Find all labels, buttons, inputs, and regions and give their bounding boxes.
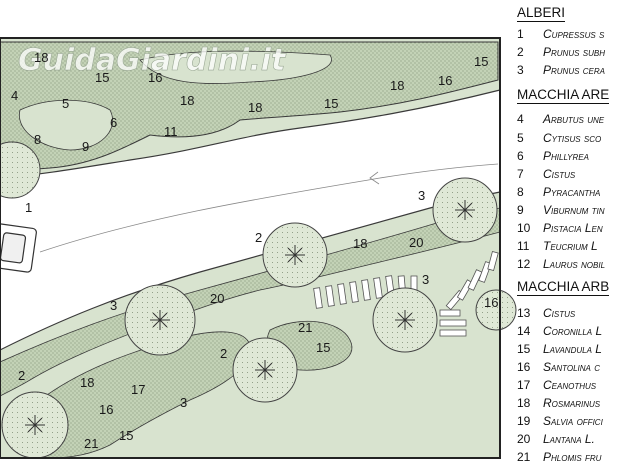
plan-label: 18 [80, 375, 94, 390]
upper-lawn-pocket [18, 99, 113, 151]
plan-label: 3 [110, 298, 117, 313]
plan-label: 9 [82, 139, 89, 154]
plan-label: 17 [131, 382, 145, 397]
plan-label: 15 [95, 70, 109, 85]
legend-heading-trees: ALBERI [517, 5, 566, 22]
tree-right-edge [475, 289, 517, 331]
plan-label: 16 [484, 295, 498, 310]
plan-label: 2 [255, 230, 262, 245]
plan-label: 18 [390, 78, 404, 93]
plan-label: 3 [422, 272, 429, 287]
plan-label: 20 [409, 235, 423, 250]
plan-label: 6 [110, 115, 117, 130]
plan-label: 1 [25, 200, 32, 215]
legend-heading-low-shrubs: MACCHIA ARB [517, 279, 610, 296]
plan-label: 16 [148, 70, 162, 85]
plan-label: 11 [164, 124, 178, 139]
plan-label: 16 [99, 402, 113, 417]
plan-label: 15 [316, 340, 330, 355]
plan-label: 18 [34, 50, 48, 65]
plan-label: 21 [298, 320, 312, 335]
plan-label: 8 [34, 132, 41, 147]
upper-lawn-pocket-2 [139, 50, 332, 85]
plan-label: 2 [220, 346, 227, 361]
plan-label: 15 [119, 428, 133, 443]
plan-label: 5 [62, 96, 69, 111]
plan-label: 4 [11, 88, 18, 103]
plan-label: 20 [210, 291, 224, 306]
plan-label: 21 [84, 436, 98, 451]
plan-label: 18 [180, 93, 194, 108]
watermark: GuidaGiardini.it [18, 43, 287, 78]
plan-label: 18 [353, 236, 367, 251]
plan-label: 15 [474, 54, 488, 69]
plan-border [0, 37, 501, 459]
legend-heading-shrubs: MACCHIA ARE [517, 87, 610, 104]
plan-label: 15 [324, 96, 338, 111]
plan-label: 2 [18, 368, 25, 383]
paving-stones [313, 251, 499, 337]
upper-shrub-bed [0, 41, 499, 170]
plan-labels: 18 15 16 4 5 6 18 8 9 11 18 15 18 16 15 … [11, 50, 498, 451]
plan-label: 3 [418, 188, 425, 203]
road-arrow-line [39, 163, 499, 253]
road-arrow-head [369, 171, 380, 185]
tree-upper-left [0, 141, 41, 199]
tree-centers [25, 200, 475, 435]
plan-label: 3 [180, 395, 187, 410]
car [0, 223, 37, 273]
plan-label: 18 [248, 100, 262, 115]
plan-label: 16 [438, 73, 452, 88]
lower-shrub-bed [0, 207, 501, 397]
